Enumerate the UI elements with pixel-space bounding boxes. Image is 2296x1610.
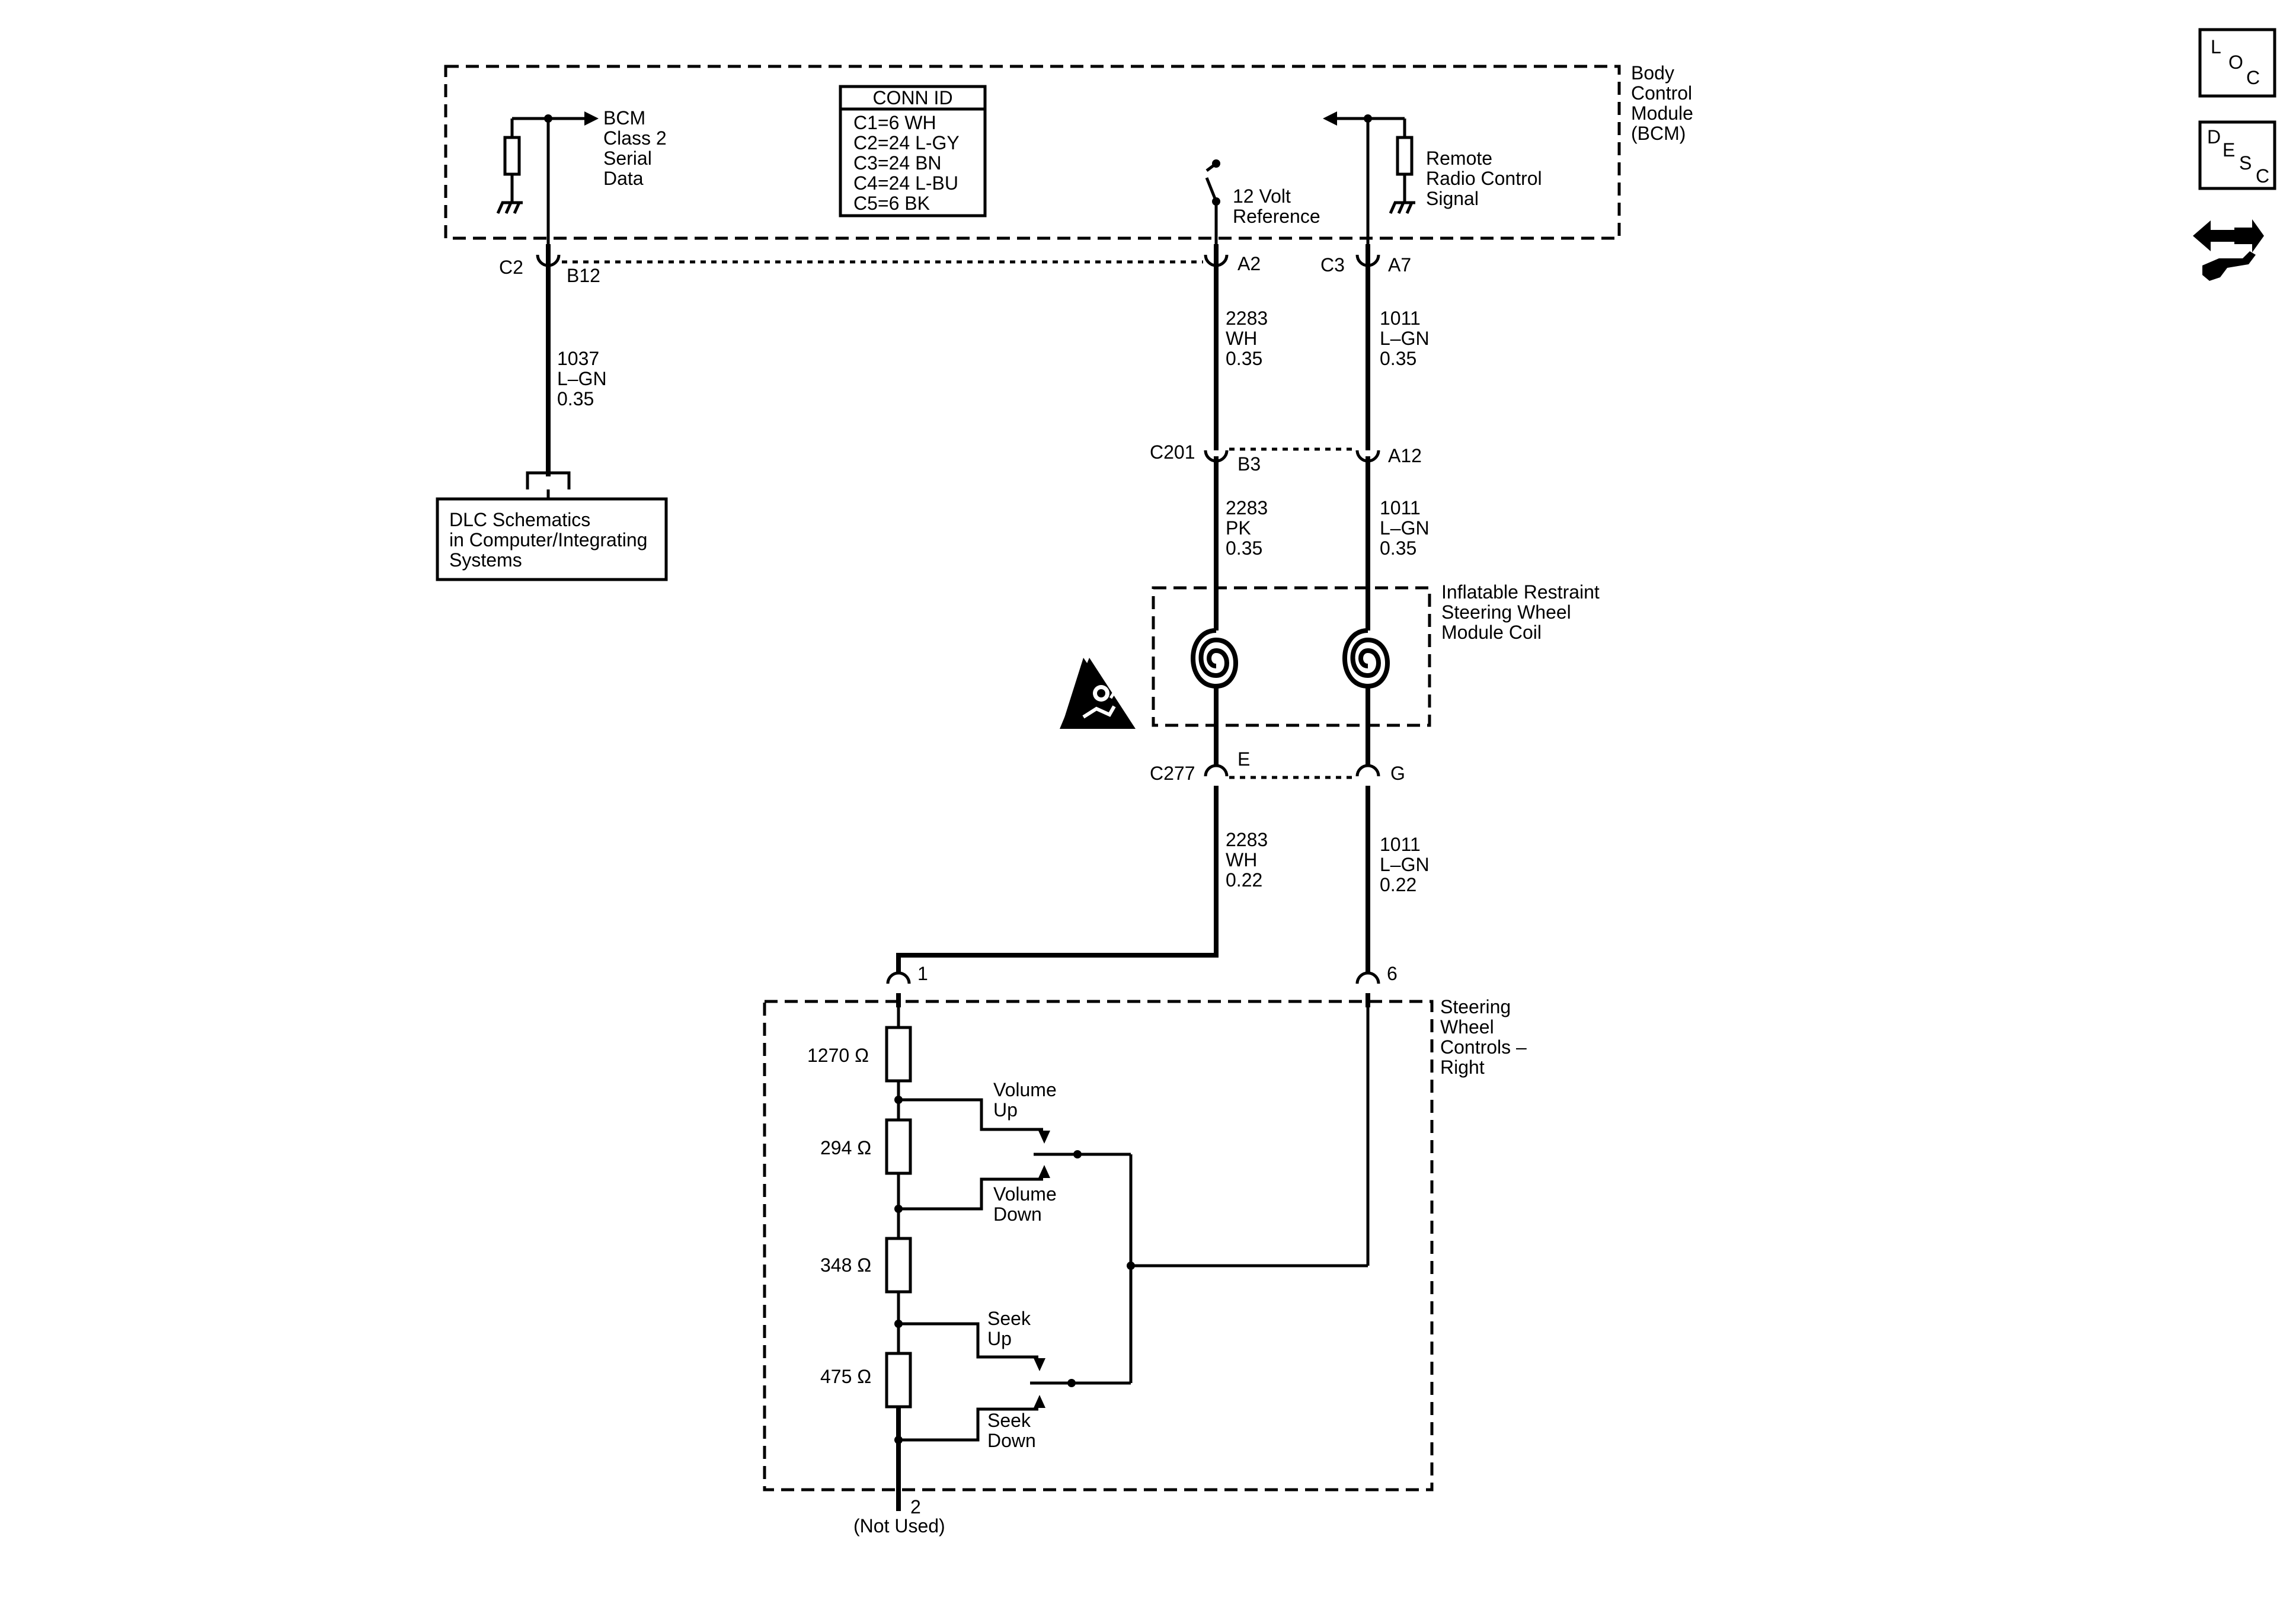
loc-icon[interactable]: L O C	[2198, 28, 2276, 98]
c2-label: C2	[499, 257, 523, 278]
remote-signal-circuit	[1323, 111, 1415, 244]
svg-text:D: D	[2207, 126, 2221, 148]
conn-id-table: CONN ID C1=6 WH C2=24 L-GY C3=24 BN C4=2…	[839, 85, 987, 217]
bcm-label: Body Control Module (BCM)	[1631, 62, 1699, 144]
connector-a2	[1204, 244, 1229, 267]
wrench-arrow-icon[interactable]	[2193, 219, 2264, 281]
conn-id-title: CONN ID	[872, 87, 952, 108]
swc-outline	[763, 1000, 1434, 1491]
coil-label: Inflatable Restraint Steering Wheel Modu…	[1441, 581, 1605, 643]
coil-spiral-left	[1191, 628, 1238, 725]
svg-text:C: C	[2256, 165, 2269, 187]
ref-12v-switch	[1205, 159, 1220, 244]
class2-label: BCM Class 2 Serial Data	[603, 107, 672, 189]
volume-switch	[894, 1096, 1131, 1213]
a12-label: A12	[1388, 445, 1422, 466]
resistor-475-label: 475 Ω	[820, 1366, 871, 1387]
seek-up-label: Seek Up	[987, 1308, 1036, 1349]
dlc-connector-symbol	[526, 471, 571, 489]
g-label: G	[1390, 763, 1405, 784]
coil-spiral-right	[1342, 628, 1390, 725]
b12-label: B12	[567, 265, 600, 286]
b3-label: B3	[1237, 453, 1261, 475]
wire-2283-c-label: 2283 WH 0.22	[1226, 829, 1273, 891]
volume-up-label: Volume Up	[993, 1079, 1062, 1121]
wire-1011-b-label: 1011 L–GN 0.35	[1380, 497, 1434, 559]
conn-id-rows: C1=6 WH C2=24 L-GY C3=24 BN C4=24 L-BU C…	[853, 112, 964, 214]
c3-label: C3	[1320, 254, 1345, 276]
c201-label: C201	[1150, 441, 1195, 463]
remote-signal-label: Remote Radio Control Signal	[1426, 148, 1547, 209]
a7-label: A7	[1388, 254, 1411, 276]
connector-c201	[1204, 429, 1380, 463]
a2-label: A2	[1237, 253, 1261, 274]
airbag-warning-icon	[1060, 658, 1136, 729]
wire-2283-wh-lower	[896, 801, 1219, 973]
switch-common-bus	[1127, 1007, 1370, 1383]
not-used-label: (Not Used)	[853, 1515, 945, 1537]
desc-icon[interactable]: D E S C	[2198, 120, 2276, 190]
swc-label: Steering Wheel Controls – Right	[1440, 996, 1532, 1078]
svg-text:E: E	[2223, 139, 2235, 161]
wire-2283-a-label: 2283 WH 0.35	[1226, 308, 1273, 369]
resistor-294-label: 294 Ω	[820, 1137, 871, 1158]
e-label: E	[1237, 748, 1250, 770]
swc-pin-2-label: 2	[910, 1496, 921, 1518]
seek-switch	[894, 1320, 1131, 1444]
c277-label: C277	[1150, 763, 1195, 784]
svg-text:O: O	[2228, 52, 2243, 73]
bcm-outline	[444, 65, 1621, 240]
resistor-1270-label: 1270 Ω	[807, 1045, 869, 1066]
bcm-class2-circuit	[496, 111, 599, 244]
wire-1011-a-label: 1011 L–GN 0.35	[1380, 308, 1434, 369]
ref-12v-label: 12 Volt Reference	[1233, 185, 1320, 227]
volume-down-label: Volume Down	[993, 1183, 1062, 1225]
svg-text:S: S	[2239, 152, 2252, 174]
coil-outline	[1152, 586, 1431, 727]
svg-text:L: L	[2211, 36, 2221, 57]
resistor-value-labels: 1270 Ω 294 Ω 348 Ω 475 Ω	[807, 1045, 871, 1387]
wire-1011-c-label: 1011 L–GN 0.22	[1380, 834, 1434, 895]
wire-2283-b-label: 2283 PK 0.35	[1226, 497, 1273, 559]
swc-pin-1-label: 1	[917, 963, 928, 984]
dlc-label: DLC Schematics in Computer/Integrating S…	[449, 509, 653, 571]
connector-c277	[1204, 764, 1380, 801]
svg-text:C: C	[2246, 67, 2260, 88]
resistor-348-label: 348 Ω	[820, 1254, 871, 1276]
connector-c3-a7	[1355, 244, 1380, 267]
dlc-box	[436, 497, 668, 581]
swc-pin-6	[1355, 971, 1380, 1007]
connector-c2-b12	[536, 244, 561, 267]
swc-pin-6-label: 6	[1387, 963, 1398, 984]
resistor-ladder	[885, 1007, 912, 1511]
wire-1037-label: 1037 L–GN 0.35	[557, 348, 612, 409]
seek-down-label: Seek Down	[987, 1410, 1036, 1451]
